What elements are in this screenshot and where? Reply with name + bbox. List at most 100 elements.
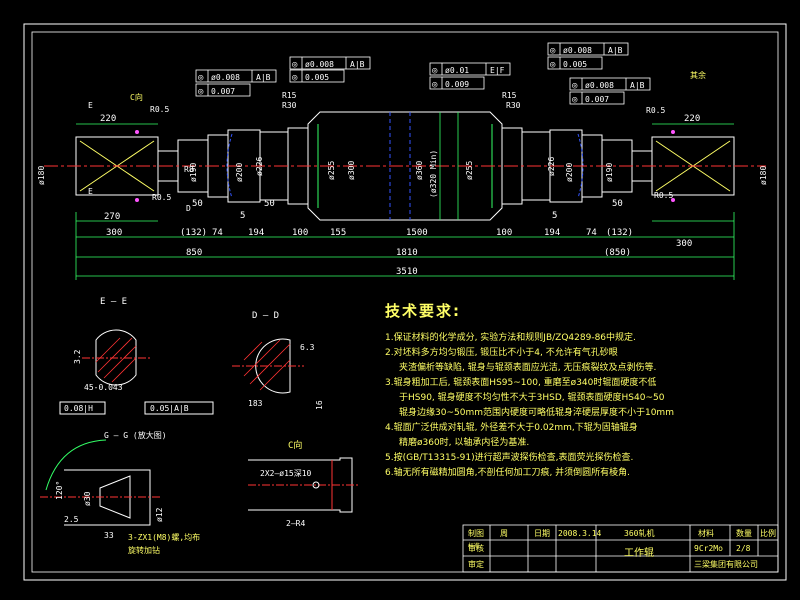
svg-text:6.3: 6.3 <box>300 343 315 352</box>
dim-100-right: 100 <box>496 228 512 238</box>
svg-text:R8: R8 <box>184 165 194 174</box>
tolerance-frame: ◎ ø0.008 A|B <box>289 56 371 70</box>
inner-frame <box>31 31 779 573</box>
dim-74-right: 74 <box>586 228 597 238</box>
dim-220-left: 220 <box>100 114 116 124</box>
datum-ref: A|B <box>630 81 645 90</box>
svg-text:日期: 日期 <box>534 529 550 538</box>
svg-text:制图: 制图 <box>468 528 484 538</box>
roll-body <box>307 111 503 221</box>
section-dd: D — D 183 6.3 16 <box>232 311 324 410</box>
svg-text:ø12: ø12 <box>155 507 164 522</box>
concentricity-icon: ◎ <box>198 87 204 97</box>
svg-text:R30: R30 <box>282 101 297 110</box>
dim-50-c: 50 <box>612 199 623 209</box>
svg-text:ø200: ø200 <box>565 163 574 182</box>
svg-text:审核: 审核 <box>468 543 484 553</box>
dim-850-left: 850 <box>186 248 202 258</box>
note-line: 夹渣偏析等缺陷, 辊身与辊颈表面应光洁, 无压痕裂纹及点剥伤等. <box>399 363 657 373</box>
svg-text:ø226: ø226 <box>255 157 264 176</box>
note-line: 辊身边缘30~50mm范围内硬度可略低辊身淬硬层厚度不小于10mm <box>399 408 674 418</box>
dim-155: 155 <box>330 228 346 238</box>
tolerance-value: ø0.008 <box>585 81 614 90</box>
dim-74-left: 74 <box>212 228 223 238</box>
svg-text:ø226: ø226 <box>547 157 556 176</box>
svg-text:33: 33 <box>104 531 114 540</box>
svg-text:ø190: ø190 <box>605 163 614 182</box>
svg-text:C向: C向 <box>130 92 143 102</box>
tolerance-frame: ◎0.005 <box>289 69 345 83</box>
radius-labels: R0.5 R8 R15 R30 R15 R30 R0.5 R0.5 R0.5 C… <box>88 70 706 213</box>
svg-text:工作辊: 工作辊 <box>624 546 654 559</box>
svg-text:3.2: 3.2 <box>73 349 82 364</box>
concentricity-icon: ◎ <box>292 73 298 83</box>
svg-text:R0.5: R0.5 <box>646 106 665 115</box>
view-c: C向 2X2—ø15深10 2—R4 <box>248 439 360 528</box>
svg-text:其余: 其余 <box>690 70 706 80</box>
svg-text:G — G (放大图): G — G (放大图) <box>104 430 167 440</box>
svg-text:16: 16 <box>315 400 324 410</box>
svg-text:2—R4: 2—R4 <box>286 519 305 528</box>
svg-text:ø180: ø180 <box>37 166 46 185</box>
svg-text:R30: R30 <box>506 101 521 110</box>
technical-requirements: 技术要求: 1.保证材料的化学成分, 实验方法和规则JB/ZQ4289-86中规… <box>385 300 755 481</box>
note-line: 精磨ø360时, 以轴承内径为基准. <box>399 438 530 448</box>
note-line: 4.辊面广泛供成对轧辊, 外径差不大于0.02mm,下辊为固轴辊身 <box>385 423 638 433</box>
svg-text:0.05|A|B: 0.05|A|B <box>150 404 189 413</box>
dim-132-left: (132) <box>180 228 207 238</box>
dim-132-right: (132) <box>606 228 633 238</box>
datum-ref: A|B <box>608 46 623 55</box>
svg-text:ø300: ø300 <box>347 161 356 180</box>
tolerance-frame: ◎0.007 <box>569 91 625 105</box>
tolerance-value: 0.007 <box>585 95 609 104</box>
svg-text:(ø320 Min): (ø320 Min) <box>429 150 438 198</box>
tolerance-value: ø0.008 <box>305 60 334 69</box>
concentricity-icon: ◎ <box>572 81 578 91</box>
svg-text:ø180: ø180 <box>759 166 768 185</box>
svg-text:2.5: 2.5 <box>64 515 79 524</box>
svg-text:数量: 数量 <box>736 528 752 538</box>
concentricity-icon: ◎ <box>292 60 298 70</box>
ee-hatch <box>95 337 137 383</box>
dim-850-right: (850) <box>604 248 631 258</box>
note-line: 5.按(GB/T13315-91)进行超声波探伤检查,表面荧光探伤检查. <box>385 453 634 463</box>
dim-5-b: 5 <box>552 211 557 221</box>
note-line: 于HS90, 辊身硬度不均匀性不大于3HSD, 辊颈表面硬度HS40~50 <box>399 393 665 403</box>
svg-text:R15: R15 <box>502 91 517 100</box>
svg-text:三梁集团有限公司: 三梁集团有限公司 <box>694 559 758 569</box>
datum-ref: E|F <box>490 66 505 75</box>
section-ee: E — E 45-0.043 3.2 0.08|H 0.05|A|B <box>59 297 214 415</box>
svg-text:审定: 审定 <box>468 559 484 569</box>
dim-1810: 1810 <box>396 248 418 258</box>
svg-text:183: 183 <box>248 399 263 408</box>
tolerance-frame: ◎0.009 <box>429 76 485 90</box>
notes-title: 技术要求: <box>385 302 461 320</box>
concentricity-icon: ◎ <box>432 66 438 76</box>
notes-list: 1.保证材料的化学成分, 实验方法和规则JB/ZQ4289-86中规定.2.对坯… <box>385 331 755 481</box>
svg-text:E: E <box>88 187 93 196</box>
svg-text:C向: C向 <box>288 439 302 451</box>
tolerance-frame: ◎0.005 <box>547 56 603 70</box>
svg-text:E — E: E — E <box>100 297 127 307</box>
tolerance-value: ø0.008 <box>563 46 592 55</box>
note-line: 1.保证材料的化学成分, 实验方法和规则JB/ZQ4289-86中规定. <box>385 333 636 343</box>
svg-text:0.08|H: 0.08|H <box>64 404 93 413</box>
tolerance-value: 0.009 <box>445 80 469 89</box>
svg-text:ø255: ø255 <box>465 161 474 180</box>
svg-text:ø200: ø200 <box>235 163 244 182</box>
svg-text:2008.3.14: 2008.3.14 <box>558 529 602 538</box>
section-gg: G — G (放大图) 120° ø30 2.5 33 ø12 3-ZX1(M8… <box>40 430 200 555</box>
svg-text:45-0.043: 45-0.043 <box>84 383 123 392</box>
svg-text:ø30: ø30 <box>83 491 92 506</box>
svg-text:ø255: ø255 <box>327 161 336 180</box>
svg-text:标准: 标准 <box>468 542 480 550</box>
note-line: 6.轴无所有磁精加圆角,不剖任何加工刀痕, 并须倒圆所有棱角. <box>385 468 631 478</box>
svg-text:R15: R15 <box>282 91 297 100</box>
svg-text:R0.5: R0.5 <box>152 193 171 202</box>
dim-194-right: 194 <box>544 228 560 238</box>
concentricity-icon: ◎ <box>550 60 556 70</box>
svg-text:D: D <box>186 204 191 213</box>
datum-ref: A|B <box>350 60 365 69</box>
